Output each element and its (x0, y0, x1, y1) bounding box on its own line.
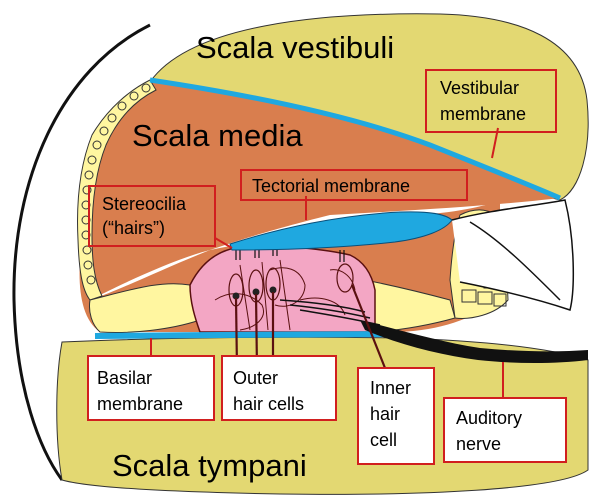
inner-hair-cell-callout: Inner hair cell (358, 368, 434, 464)
organ-of-corti (190, 246, 375, 332)
inner-hair-cell-label-line2: hair (370, 404, 400, 424)
basilar-membrane-label-line1: Basilar (97, 368, 152, 388)
scala-vestibuli-label: Scala vestibuli (196, 30, 394, 65)
auditory-nerve-label-line1: Auditory (456, 408, 522, 428)
basilar-membrane-callout: Basilar membrane (88, 356, 214, 420)
outer-hair-cells-label-line1: Outer (233, 368, 278, 388)
inner-hair-cell-label-line1: Inner (370, 378, 411, 398)
stereocilia-label-line2: (“hairs”) (102, 218, 165, 238)
outer-hair-cells-callout: Outer hair cells (222, 356, 336, 420)
basilar-membrane-label-line2: membrane (97, 394, 183, 414)
inner-hair-cell-label-line3: cell (370, 430, 397, 450)
basilar-membrane-line (95, 334, 400, 336)
vestibular-membrane-label-line2: membrane (440, 104, 526, 124)
scala-tympani-label: Scala tympani (112, 448, 307, 483)
outer-hair-cells-label-line2: hair cells (233, 394, 304, 414)
scala-media-label: Scala media (132, 118, 303, 153)
vestibular-membrane-label-line1: Vestibular (440, 78, 519, 98)
auditory-nerve-callout: Auditory nerve (444, 398, 566, 462)
tectorial-membrane-label: Tectorial membrane (252, 176, 410, 196)
stereocilia-label-line1: Stereocilia (102, 194, 187, 214)
auditory-nerve-label-line2: nerve (456, 434, 501, 454)
